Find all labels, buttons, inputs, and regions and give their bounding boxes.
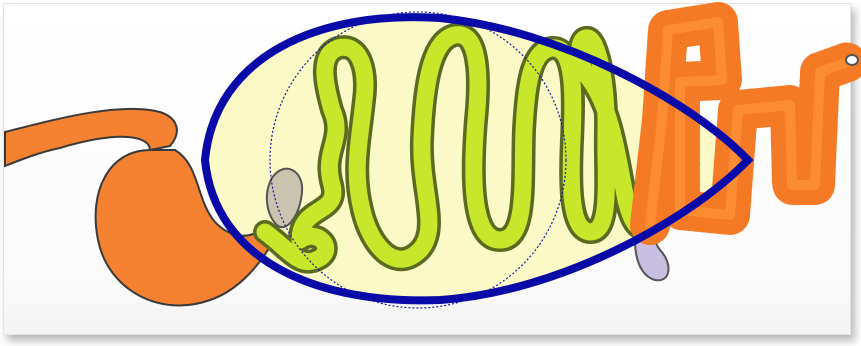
large-intestine-illustration xyxy=(650,22,858,225)
